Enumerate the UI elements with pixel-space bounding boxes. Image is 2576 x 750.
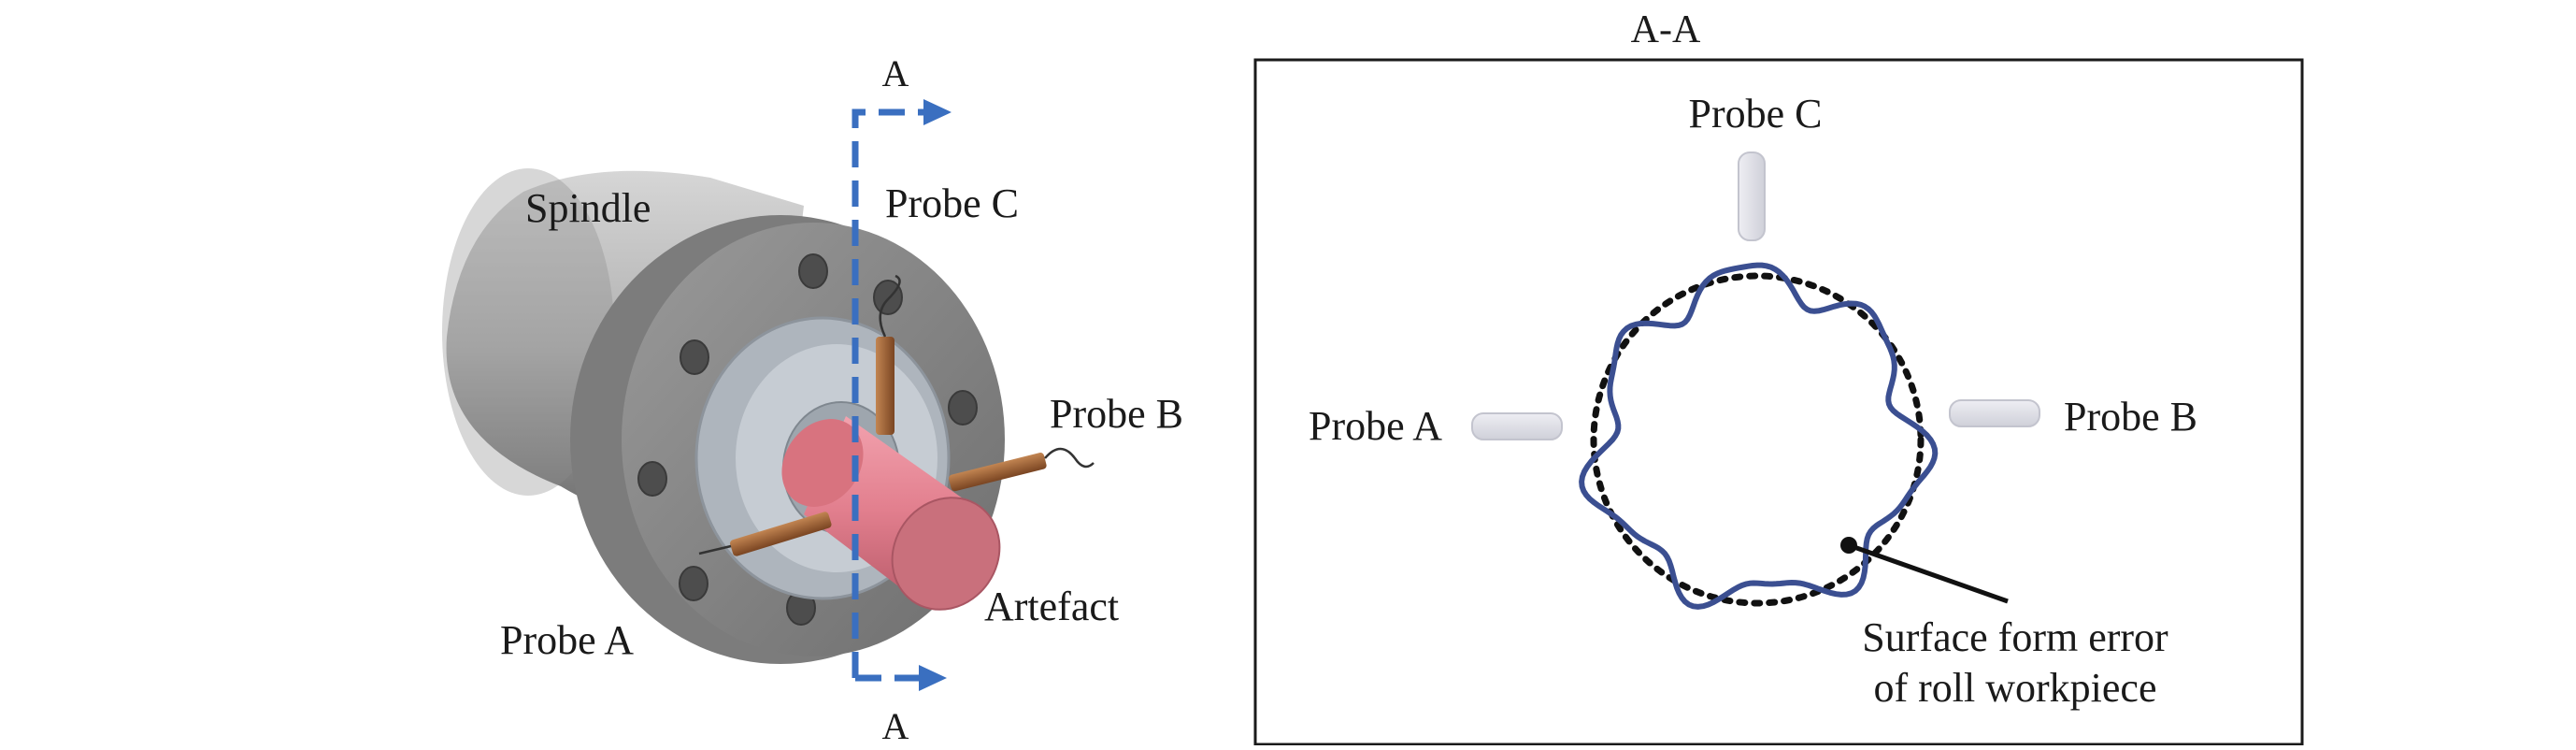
probe-c-cable bbox=[879, 274, 901, 338]
section-probe-c bbox=[1738, 151, 1766, 241]
section-view-title: A-A bbox=[1631, 8, 1701, 51]
bolt-hole bbox=[948, 390, 978, 425]
annotation-line-1: Surface form error bbox=[1862, 614, 2168, 660]
section-arrow-top bbox=[923, 99, 952, 125]
bolt-hole bbox=[798, 253, 828, 289]
probe-a-label: Probe A bbox=[500, 617, 634, 663]
section-probe-b-label: Probe B bbox=[2064, 394, 2197, 440]
bolt-hole bbox=[680, 339, 709, 375]
section-label-top: A bbox=[882, 52, 909, 94]
annotation-line-2: of roll workpiece bbox=[1874, 665, 2157, 711]
probe-b-cable bbox=[1044, 447, 1095, 469]
flange-bolt-holes bbox=[637, 253, 978, 626]
spindle-back-face bbox=[442, 168, 614, 496]
spindle-label: Spindle bbox=[525, 185, 651, 231]
probe-b-label: Probe B bbox=[1050, 391, 1183, 437]
section-arrow-bottom bbox=[919, 665, 947, 691]
probe-a-body bbox=[730, 512, 832, 556]
artefact-back-end bbox=[781, 419, 864, 507]
annotation-leader bbox=[1848, 542, 2009, 604]
section-label-bottom: A bbox=[882, 705, 909, 745]
section-probe-a-label: Probe A bbox=[1309, 403, 1442, 449]
bolt-hole bbox=[679, 566, 708, 601]
section-view-frame bbox=[1253, 58, 2304, 746]
surface-profile bbox=[1579, 262, 1939, 610]
bolt-hole bbox=[637, 461, 667, 497]
probe-a-cable bbox=[698, 544, 732, 555]
section-probe-a bbox=[1471, 412, 1563, 440]
section-probe-b bbox=[1949, 399, 2040, 427]
section-probe-c-label: Probe C bbox=[1689, 91, 1823, 137]
reference-circle bbox=[1590, 272, 1925, 607]
probe-b-body bbox=[949, 453, 1047, 492]
artefact-end-face bbox=[891, 497, 1001, 611]
artefact-label: Artefact bbox=[984, 584, 1119, 629]
probe-c-label: Probe C bbox=[885, 180, 1019, 226]
section-line-path bbox=[852, 108, 930, 678]
spindle-assembly bbox=[442, 168, 1095, 664]
section-line bbox=[852, 108, 930, 682]
probe-c-body bbox=[876, 337, 894, 435]
bolt-hole bbox=[873, 280, 903, 315]
